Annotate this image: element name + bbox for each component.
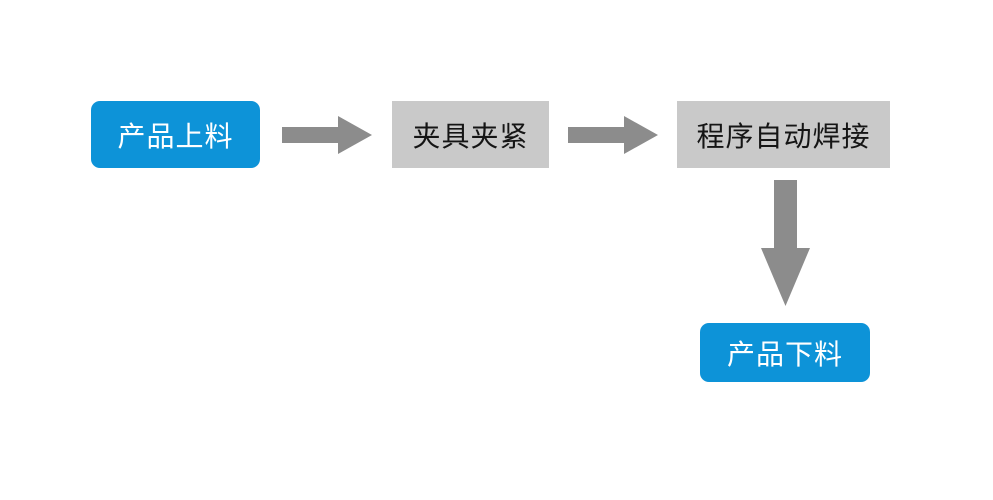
- flow-node-fixture-clamping[interactable]: 夹具夹紧: [392, 101, 549, 168]
- arrow-right-icon: [282, 116, 372, 154]
- flow-node-product-loading[interactable]: 产品上料: [91, 101, 260, 168]
- flow-node-label: 产品上料: [117, 120, 234, 152]
- arrow-down-icon: [761, 180, 810, 306]
- flow-node-label: 产品下料: [726, 338, 843, 370]
- arrow-right-icon: [568, 116, 658, 154]
- flow-node-label: 夹具夹紧: [412, 120, 529, 152]
- flow-node-automatic-welding[interactable]: 程序自动焊接: [677, 101, 890, 168]
- flow-node-label: 程序自动焊接: [696, 120, 871, 152]
- flow-node-product-unloading[interactable]: 产品下料: [700, 323, 870, 382]
